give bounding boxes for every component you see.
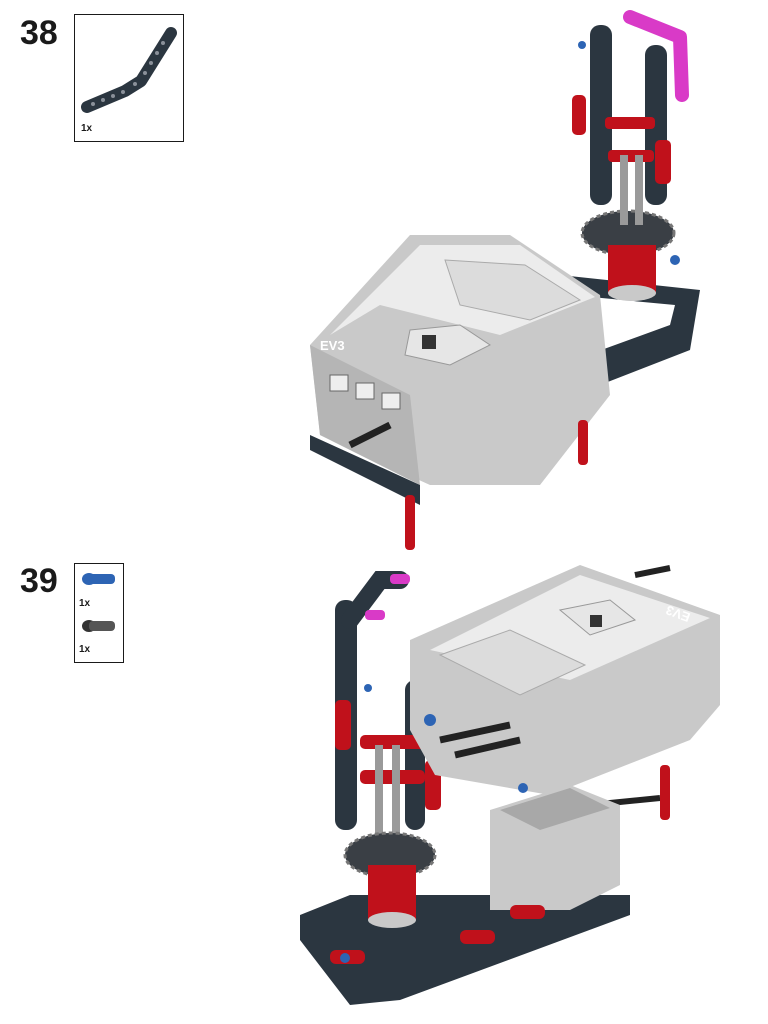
step-number: 39 [20, 562, 58, 600]
angled-beam-part-icon [81, 27, 177, 113]
blue-axle-pin-part-icon [82, 573, 115, 585]
assembly-illustration: EV3 [290, 5, 710, 555]
part-quantity: 1x [79, 598, 91, 609]
black-pin-part-icon [82, 620, 115, 632]
brick-label: EV3 [320, 338, 345, 353]
parts-callout: 1x 1x [74, 563, 124, 663]
parts-callout-icons [82, 573, 115, 632]
parts-callout: 1x [74, 14, 184, 142]
part-quantity: 1x [79, 644, 91, 655]
assembly-illustration: EV3 [290, 560, 730, 1015]
part-quantity: 1x [81, 123, 93, 134]
step-number: 38 [20, 14, 58, 52]
